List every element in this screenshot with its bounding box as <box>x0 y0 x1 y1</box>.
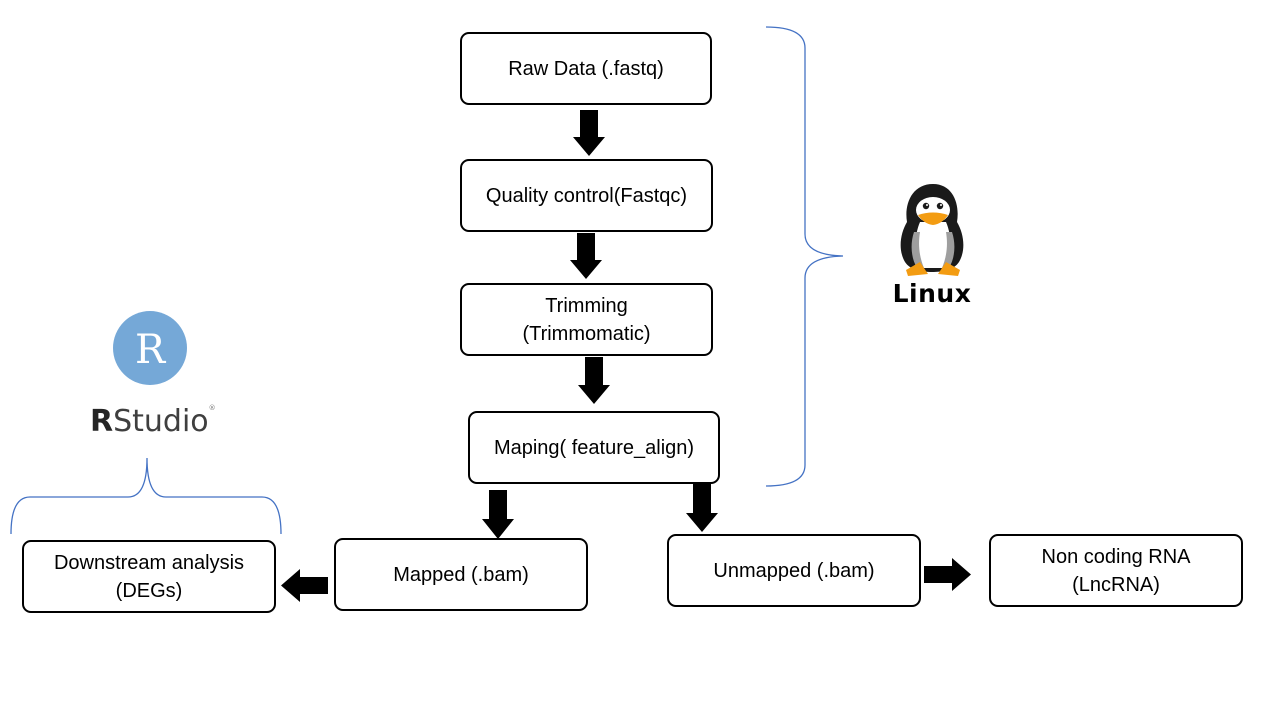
step-trimming: Trimming (Trimmomatic) <box>460 283 713 356</box>
rstudio-registered-mark: ® <box>208 404 216 412</box>
arrow-unmapped-to-noncoding <box>924 558 971 591</box>
arrow-trimming-to-mapping <box>578 357 610 404</box>
linux-logo-text: Linux <box>892 279 972 308</box>
step-downstream-label-line2: (DEGs) <box>115 579 183 602</box>
step-mapping: Maping( feature_align) <box>468 411 720 484</box>
step-mapping-label: Maping( feature_align) <box>493 436 695 459</box>
rstudio-logo-studio: Studio <box>113 404 209 439</box>
arrow-mapping-to-unmapped <box>686 484 718 532</box>
step-quality-control: Quality control(Fastqc) <box>460 159 713 232</box>
r-logo-letter: R <box>135 327 167 373</box>
step-raw-data-label: Raw Data (.fastq) <box>508 57 664 80</box>
step-mapped-label: Mapped (.bam) <box>393 563 529 586</box>
tux-penguin-icon <box>900 184 964 276</box>
rstudio-logo-text: RStudio® <box>90 404 216 439</box>
arrow-raw-to-qc <box>573 110 605 156</box>
r-logo: R <box>113 311 187 385</box>
arrow-mapping-to-mapped <box>482 490 514 539</box>
step-downstream-label-line1: Downstream analysis <box>53 551 245 574</box>
step-quality-control-label: Quality control(Fastqc) <box>485 184 688 207</box>
rstudio-brace <box>10 457 282 535</box>
arrow-qc-to-trimming <box>570 233 602 279</box>
step-raw-data: Raw Data (.fastq) <box>460 32 712 105</box>
step-unmapped: Unmapped (.bam) <box>667 534 921 607</box>
step-trimming-label-line1: Trimming <box>545 294 628 317</box>
step-mapped: Mapped (.bam) <box>334 538 588 611</box>
arrow-mapped-to-downstream <box>281 569 328 602</box>
step-noncoding-label-line1: Non coding RNA <box>1041 545 1191 568</box>
step-noncoding-rna: Non coding RNA (LncRNA) <box>989 534 1243 607</box>
rstudio-logo-r: R <box>90 404 114 439</box>
step-unmapped-label: Unmapped (.bam) <box>713 559 875 582</box>
step-trimming-label-line2: (Trimmomatic) <box>522 322 651 345</box>
linux-brace <box>765 26 844 487</box>
step-downstream-analysis: Downstream analysis (DEGs) <box>22 540 276 613</box>
step-noncoding-label-line2: (LncRNA) <box>1072 573 1160 596</box>
